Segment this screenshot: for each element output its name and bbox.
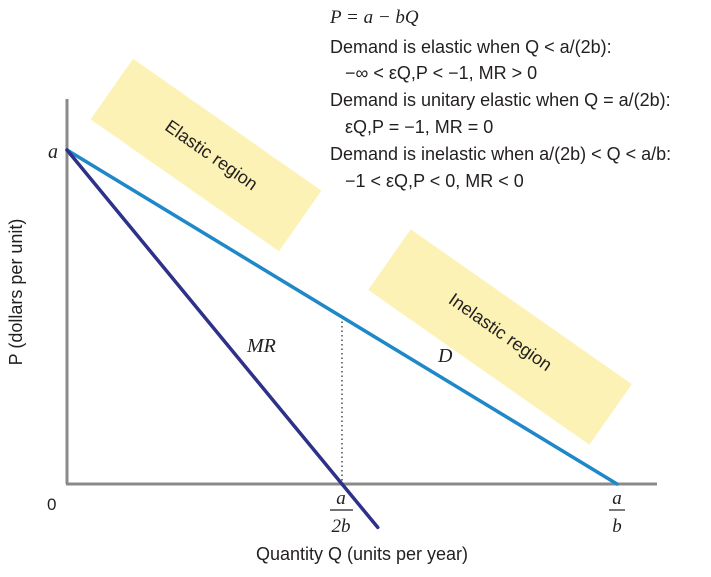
marginal-revenue-curve (65, 148, 380, 530)
note-line-5: Demand is inelastic when a/(2b) < Q < a/… (330, 144, 671, 164)
x-tick-full-quantity: a b (609, 488, 625, 537)
marginal-revenue-label: MR (246, 335, 276, 357)
demand-curve-label: D (437, 345, 453, 367)
note-line-4: εQ,P = −1, MR = 0 (345, 117, 493, 137)
demand-curve (65, 148, 619, 486)
note-line-6: −1 < εQ,P < 0, MR < 0 (345, 171, 524, 191)
y-axis-title: P (dollars per unit) (6, 219, 26, 366)
axes (65, 99, 657, 486)
note-line-1: Demand is elastic when Q < a/(2b): (330, 37, 612, 57)
note-line-2: −∞ < εQ,P < −1, MR > 0 (345, 63, 537, 83)
x-tick-full-denominator: b (612, 516, 622, 537)
demand-equation: P = a − bQ (329, 7, 419, 28)
note-line-3: Demand is unitary elastic when Q = a/(2b… (330, 90, 671, 110)
origin-label: 0 (47, 495, 56, 514)
x-tick-half-denominator: 2b (332, 516, 351, 537)
x-tick-full-numerator: a (612, 488, 622, 509)
x-tick-half-numerator: a (336, 488, 346, 509)
x-tick-half-quantity: a 2b (330, 488, 353, 537)
x-axis-title: Quantity Q (units per year) (256, 544, 468, 564)
y-intercept-label: a (48, 141, 58, 163)
